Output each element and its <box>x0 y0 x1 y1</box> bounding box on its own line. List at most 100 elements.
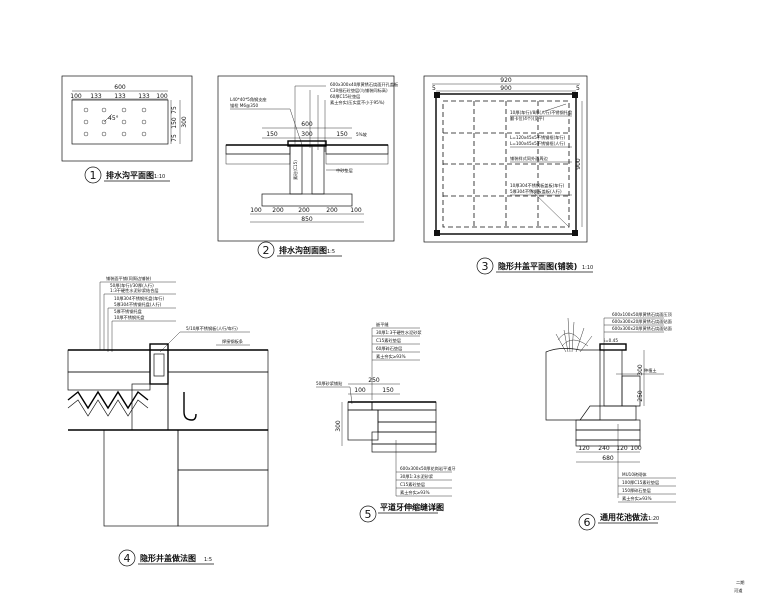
d6-scale: 1:20 <box>648 516 659 522</box>
svg-text:300: 300 <box>637 364 644 376</box>
d2-title: 排水沟剖面图 <box>279 245 327 255</box>
svg-text:250: 250 <box>637 390 644 402</box>
svg-text:中砂垫层: 中砂垫层 <box>336 167 353 174</box>
svg-text:素土夯实≥93%: 素土夯实≥93% <box>622 495 652 502</box>
svg-text:120: 120 <box>616 445 628 452</box>
detail-3-frame <box>423 75 588 243</box>
d4-title: 隐形井盖做法图 <box>140 553 196 563</box>
svg-text:600x300x20厚黄锈石烧面贴面: 600x300x20厚黄锈石烧面贴面 <box>612 318 672 325</box>
svg-text:素土夯实≥93%: 素土夯实≥93% <box>400 489 430 496</box>
d2-notes: 600x300x40厚黄锈石烧面开孔盖板 C30细石砼垫层(与铺装同标高) 60… <box>230 81 399 152</box>
d1-dim-side-c: 75 <box>171 134 178 142</box>
svg-text:600x100x50厚黄锈石烧面压顶: 600x100x50厚黄锈石烧面压顶 <box>612 311 673 318</box>
svg-text:1:3干硬性水泥砂浆结合层: 1:3干硬性水泥砂浆结合层 <box>110 287 159 294</box>
svg-text:850: 850 <box>301 216 313 223</box>
svg-text:900: 900 <box>575 158 582 170</box>
svg-text:200: 200 <box>272 207 284 214</box>
sheet-corner-line2: 河道 <box>734 587 743 594</box>
d5-number-circle <box>359 505 377 523</box>
svg-text:100: 100 <box>350 207 362 214</box>
svg-text:150厚碎石垫层: 150厚碎石垫层 <box>622 487 651 494</box>
d4-scale: 1:5 <box>204 557 212 563</box>
svg-text:5%坡: 5%坡 <box>356 131 368 138</box>
detail-1-frame <box>61 75 193 162</box>
drain-grate-outline <box>71 99 169 145</box>
svg-text:100: 100 <box>250 207 262 214</box>
d5-note-left: 50厚砂浆铺贴 <box>316 380 342 387</box>
d1-dim-e: 100 <box>156 93 168 100</box>
svg-text:300: 300 <box>335 420 342 432</box>
d2-scale: 1:5 <box>327 249 335 255</box>
svg-text:5厚不锈钢托盘: 5厚不锈钢托盘 <box>114 308 142 315</box>
svg-text:铺装面平铺(同周边铺装): 铺装面平铺(同周边铺装) <box>106 275 152 282</box>
d4-number: 4 <box>124 552 131 565</box>
d1-dim-right: 300 <box>181 116 188 128</box>
svg-text:C30细石砼垫层(与铺装同标高): C30细石砼垫层(与铺装同标高) <box>330 87 388 94</box>
svg-text:60厚碎石垫层: 60厚碎石垫层 <box>376 345 402 352</box>
svg-text:240: 240 <box>598 445 610 452</box>
svg-text:100厚C15素砼垫层: 100厚C15素砼垫层 <box>622 479 659 486</box>
detail-2-drain-section: 600x300x40厚黄锈石烧面开孔盖板 C30细石砼垫层(与铺装同标高) 60… <box>217 75 399 259</box>
d5-title: 平道牙伸缩缝详图 <box>380 502 444 512</box>
d3-title: 隐形井盖平面图(铺装) <box>498 261 577 271</box>
svg-text:50厚(车行)/30厚(人行): 50厚(车行)/30厚(人行) <box>110 282 154 289</box>
d1-dim-c: 133 <box>114 93 126 100</box>
svg-text:100: 100 <box>630 445 642 452</box>
drain-base <box>261 193 353 207</box>
svg-text:120: 120 <box>578 445 590 452</box>
svg-text:5/10厚不锈钢板(人行/车行): 5/10厚不锈钢板(人行/车行) <box>186 325 238 332</box>
svg-text:L=120x45x5不锈钢框(车行): L=120x45x5不锈钢框(车行) <box>510 134 566 141</box>
svg-text:素土夯实≥93%: 素土夯实≥93% <box>376 353 406 360</box>
svg-text:60厚C15砼垫层: 60厚C15砼垫层 <box>330 93 360 100</box>
detail-2-frame <box>217 75 395 242</box>
d1-angle: 45° <box>108 115 119 122</box>
svg-text:素砼(C15): 素砼(C15) <box>292 160 298 180</box>
svg-text:素土夯实(压实度不小于95%): 素土夯实(压实度不小于95%) <box>330 99 385 106</box>
svg-text:600x300x40厚黄锈石烧面开孔盖板: 600x300x40厚黄锈石烧面开孔盖板 <box>330 81 399 88</box>
d1-number: 1 <box>90 169 97 182</box>
d1-number-circle <box>84 166 102 184</box>
d3-notes: 10厚(车行)/8厚(人行)不锈钢托盘 翻卡位(4个)(见平) L=120x45… <box>510 103 572 227</box>
gravel-base <box>177 469 269 527</box>
svg-text:L=100x45x5不锈钢框(人行): L=100x45x5不锈钢框(人行) <box>510 140 566 147</box>
svg-text:翻卡位(4个)(见平): 翻卡位(4个)(见平) <box>510 115 545 122</box>
d1-dim-a: 100 <box>70 93 82 100</box>
svg-text:锚栓 M6@350: 锚栓 M6@350 <box>230 102 258 109</box>
manhole-frame <box>435 93 577 235</box>
d1-dim-side-b: 150 <box>171 117 178 129</box>
plant-icon <box>555 317 593 353</box>
svg-text:600x300x20厚黄锈石烧面贴面: 600x300x20厚黄锈石烧面贴面 <box>612 325 672 332</box>
svg-text:10厚304不锈钢板盖板(车行): 10厚304不锈钢板盖板(车行) <box>510 182 565 189</box>
d5-scale: 1:10 <box>428 506 439 512</box>
concrete-fill <box>167 371 269 431</box>
d1-dim-total: 600 <box>114 84 126 91</box>
detail-1-drain-plan: 600 100 133 133 133 100 75 150 75 300 45… <box>61 75 193 184</box>
d6-notes-top: 600x100x50厚黄锈石烧面压顶 600x300x20厚黄锈石烧面贴面 60… <box>603 311 673 352</box>
svg-text:嵌平缝: 嵌平缝 <box>376 321 389 328</box>
drain-grate-section <box>287 140 327 147</box>
d6-title: 通用花池做法 <box>600 512 648 522</box>
svg-text:5厚304不锈钢托盘(人行): 5厚304不锈钢托盘(人行) <box>114 301 162 308</box>
detail-3-manhole-plan: 920 900 5 5 900 10厚(车行)/8厚(人行)不锈钢托盘 翻卡位(… <box>423 75 593 275</box>
svg-text:150: 150 <box>266 131 278 138</box>
svg-text:铺装样式同外面周边: 铺装样式同外面周边 <box>510 155 549 162</box>
svg-text:30厚1:3干硬性水泥砂浆: 30厚1:3干硬性水泥砂浆 <box>376 329 422 336</box>
svg-text:200: 200 <box>298 207 310 214</box>
svg-text:920: 920 <box>500 77 512 84</box>
svg-text:焊接钢板条: 焊接钢板条 <box>222 338 244 345</box>
svg-text:10厚(车行)/8厚(人行)不锈钢托盘: 10厚(车行)/8厚(人行)不锈钢托盘 <box>510 109 572 116</box>
svg-text:i=0.45: i=0.45 <box>604 338 618 343</box>
svg-text:600x300x50厚花岗岩平道牙: 600x300x50厚花岗岩平道牙 <box>400 465 456 472</box>
d5-number: 5 <box>365 508 372 521</box>
svg-text:600: 600 <box>301 121 313 128</box>
svg-text:10厚304不锈钢托盘(车行): 10厚304不锈钢托盘(车行) <box>114 295 164 302</box>
svg-text:5: 5 <box>432 85 436 92</box>
svg-text:100: 100 <box>354 387 366 394</box>
d5-notes-top: 嵌平缝 30厚1:3干硬性水泥砂浆 C15素砼垫层 60厚碎石垫层 素土夯实≥9… <box>371 321 422 400</box>
drain-wall-right <box>311 145 325 195</box>
d6-note-side: 种植土 <box>644 367 657 374</box>
svg-text:250: 250 <box>368 377 380 384</box>
svg-text:150: 150 <box>382 387 394 394</box>
d4-number-circle <box>118 549 136 567</box>
